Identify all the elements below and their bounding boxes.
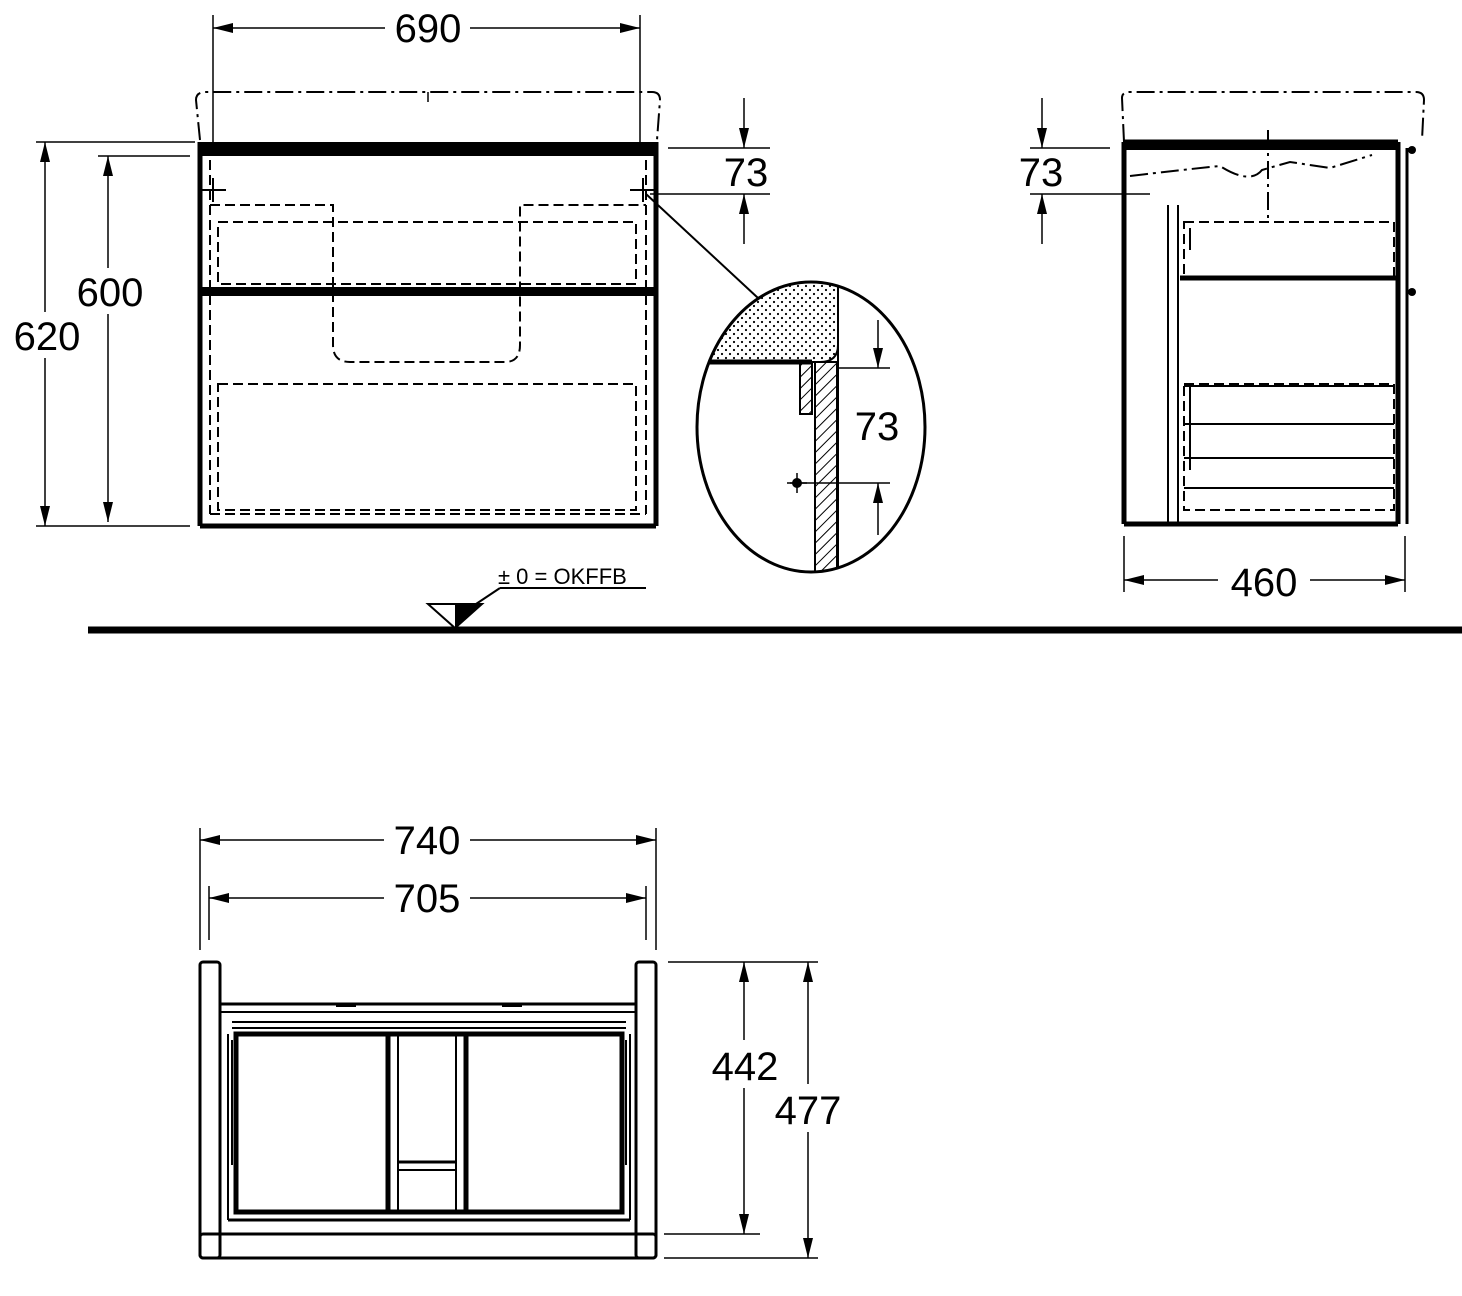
floor-reference-label: ± 0 = OKFFB <box>498 564 627 589</box>
floor-reference: ± 0 = OKFFB <box>88 564 1462 634</box>
dim-600: 600 <box>77 155 190 522</box>
dim-477: 477 <box>664 962 842 1259</box>
side-inset-label: 73 <box>1019 151 1064 195</box>
dim-442: 442 <box>664 961 818 1235</box>
side-view <box>1120 91 1426 527</box>
dim-620: 620 <box>14 141 195 527</box>
dim-460: 460 <box>1123 536 1406 605</box>
detail-leader-line <box>645 193 759 299</box>
front-height-outer-label: 620 <box>14 315 81 359</box>
top-width-inner-label: 705 <box>394 877 461 921</box>
dim-73-front: 73 <box>650 98 770 244</box>
dim-705: 705 <box>208 877 647 940</box>
side-depth-label: 460 <box>1231 561 1298 605</box>
top-depth-outer-label: 477 <box>775 1089 842 1133</box>
top-width-outer-label: 740 <box>394 819 461 863</box>
front-inset-label: 73 <box>724 151 769 195</box>
top-view <box>198 960 658 1260</box>
front-width-label: 690 <box>395 7 462 51</box>
front-height-inner-label: 600 <box>77 271 144 315</box>
dim-740: 740 <box>199 819 657 950</box>
dim-690: 690 <box>212 7 641 142</box>
dim-73-side: 73 <box>1019 98 1150 244</box>
detail-inset-label: 73 <box>855 405 900 449</box>
front-view <box>194 91 662 529</box>
top-depth-inner-label: 442 <box>712 1045 779 1089</box>
detail-view: 73 <box>695 280 927 574</box>
